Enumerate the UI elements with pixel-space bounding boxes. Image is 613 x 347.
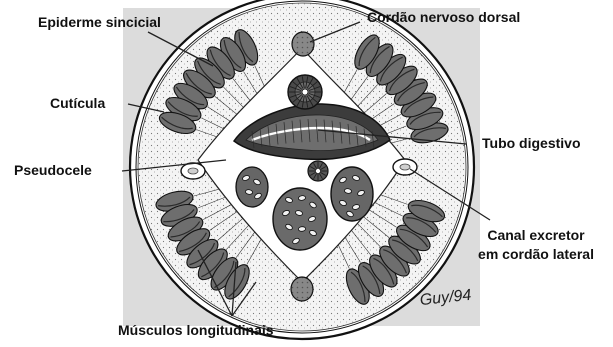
label-cordao-nervoso-dorsal: Cordão nervoso dorsal	[367, 9, 520, 25]
dorsal-nerve-cord	[292, 32, 314, 56]
label-canal-excretor-line2: em cordão lateral	[466, 246, 606, 262]
right-gonad	[331, 167, 373, 221]
label-canal-excretor-line1: Canal excretor	[466, 227, 606, 243]
left-lateral-canal	[181, 163, 205, 179]
label-musculos-longitudinais: Músculos longitudinais	[118, 322, 274, 338]
label-tubo-digestivo: Tubo digestivo	[482, 135, 581, 151]
label-canal-excretor: Canal excretor em cordão lateral	[466, 227, 606, 262]
upper-round-organ	[288, 75, 322, 109]
label-cuticula: Cutícula	[50, 95, 105, 111]
small-central-organ	[308, 161, 328, 181]
ventral-nerve-cord	[291, 277, 313, 301]
central-gonad	[273, 188, 327, 250]
label-epiderme-sincicial: Epiderme sincicial	[38, 14, 161, 30]
right-lateral-canal	[393, 159, 417, 175]
label-pseudocele: Pseudocele	[14, 162, 92, 178]
left-gonad	[236, 167, 268, 207]
